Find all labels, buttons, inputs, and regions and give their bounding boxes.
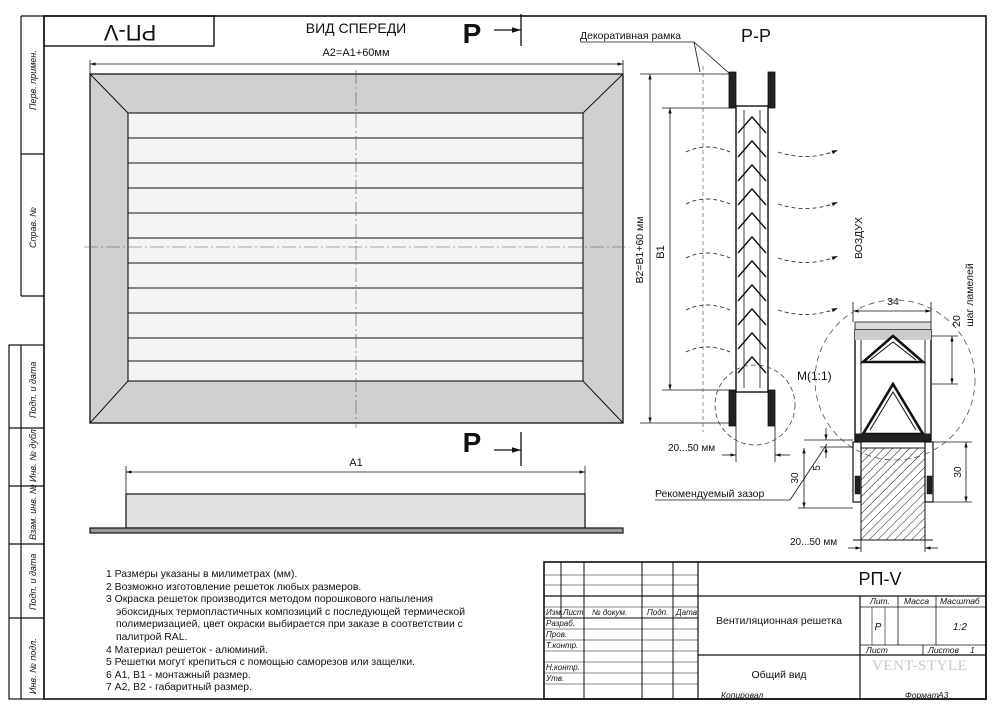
detail-body — [814, 299, 976, 541]
sheet-label: Лист — [865, 645, 888, 655]
dim-detail-depth — [848, 540, 938, 552]
side-label-4: Взам. инв. № — [28, 484, 38, 540]
bottom-section-mark: P — [463, 427, 482, 458]
dim-b2-label: B2=B1+60 мм — [634, 217, 646, 284]
note-5: 5 Решетки могут крепиться с помощью само… — [106, 657, 416, 669]
col-date: Дата — [675, 608, 698, 617]
note-1: 1 Размеры указаны в милиметрах (мм). — [106, 569, 298, 580]
format-value: А3 — [937, 690, 949, 700]
decor-frame-label: Декоративная рамка — [580, 30, 681, 42]
copied-label: Копировал — [721, 690, 763, 700]
air-label: ВОЗДУХ — [853, 217, 865, 259]
top-stamp-box — [43, 15, 215, 47]
title-code: РП-V — [859, 569, 902, 589]
dim-b1 — [662, 107, 740, 391]
mass-label: Масса — [904, 596, 929, 606]
row-razrab: Разраб. — [546, 619, 575, 628]
gap-leader — [655, 443, 828, 501]
dim-a1 — [125, 466, 586, 494]
front-section-mark: P — [463, 18, 482, 49]
dim-a2-label: A2=A1+60мм — [322, 47, 389, 59]
sheets-value: 1 — [970, 645, 975, 655]
row-nkontr: Н.контр. — [546, 663, 580, 672]
note-3-line-4: палитрой RAL. — [116, 631, 188, 643]
dim-detail-right — [933, 441, 972, 503]
note-6: 6 А1, В1 - монтажный размер. — [106, 669, 251, 681]
col-doc: № докум. — [592, 608, 627, 617]
title-block-text: РП-V Вентиляционная решетка Общий вид Из… — [545, 569, 981, 700]
col-list: Лист — [562, 608, 584, 617]
dim-pitch — [931, 335, 958, 385]
watermark-logo: VENT-STYLE — [872, 658, 968, 674]
bottom-section-arrow — [494, 432, 522, 466]
grille-front — [84, 70, 630, 428]
side-label-1: Справ. № — [28, 207, 38, 248]
scale-value: 1:2 — [953, 622, 967, 633]
dim-b1-label: B1 — [655, 245, 667, 258]
title-name: Вентиляционная решетка — [716, 615, 842, 627]
dim-detail-gap — [798, 428, 853, 509]
title-block — [543, 561, 987, 700]
detail-width-label: 34 — [887, 296, 899, 308]
side-stamp — [8, 15, 45, 700]
gap-label: Рекомендуемый зазор — [655, 488, 765, 500]
note-4: 4 Материал решеток - алюминий. — [106, 644, 268, 656]
row-tkontr: Т.контр. — [546, 641, 578, 650]
decor-frame-leaders — [580, 41, 731, 75]
col-izm: Изм. — [546, 608, 563, 617]
dim-right-height-label: 30 — [953, 466, 964, 478]
dim-pitch-label: 20 — [951, 315, 963, 327]
air-arrows — [685, 146, 839, 353]
dim-a1-label: A1 — [349, 457, 362, 469]
lit-label: Лит. — [869, 596, 890, 606]
dim-b2 — [640, 73, 730, 424]
pitch-caption: шаг ламелей — [964, 263, 976, 327]
format-label: Формат — [905, 690, 939, 700]
scale-label: Масштаб — [940, 596, 981, 606]
note-3-line-2: эбоксидных термопластичных композиций с … — [116, 606, 466, 618]
sheets-label: Листов — [927, 645, 960, 655]
side-label-3: Инв. № дубл. — [28, 427, 38, 482]
row-prov: Пров. — [546, 630, 567, 639]
notes: 1 Размеры указаны в милиметрах (мм). 2 В… — [106, 569, 526, 695]
detail-scale-label: М(1:1) — [797, 369, 832, 383]
side-label-2: Подп. и дата — [28, 362, 38, 418]
section-body — [702, 66, 776, 432]
detail-circle — [714, 364, 796, 446]
note-3: 3 Окраска решеток производится методом п… — [106, 594, 434, 606]
row-utv: Утв. — [545, 674, 564, 683]
top-stamp-code: РП-V — [103, 20, 156, 45]
lit-value: Р — [875, 622, 882, 633]
side-label-0: Перв. примен. — [28, 50, 38, 110]
dim-left-height-label: 30 — [790, 472, 801, 484]
dim-section-depth — [722, 426, 790, 462]
note-2: 2 Возможно изготовление решеток любых ра… — [106, 581, 362, 593]
side-label-6: Инв. № подл. — [28, 638, 38, 694]
front-section-arrow — [494, 14, 522, 46]
side-stamp-labels: Перв. примен. Справ. № Подп. и дата Инв.… — [28, 50, 38, 694]
note-3-line-3: полимеризацией, цвет окраски выбирается … — [116, 619, 463, 631]
title-view: Общий вид — [751, 669, 806, 681]
front-view-title: ВИД СПЕРЕДИ — [306, 20, 407, 36]
dim-gap-label: 5 — [812, 465, 823, 471]
dim-a2 — [89, 60, 624, 74]
section-depth-label: 20...50 мм — [668, 443, 715, 454]
detail-depth-label: 20...50 мм — [790, 537, 837, 548]
grille-bottom-view — [89, 493, 624, 534]
side-label-5: Подп. и дата — [28, 554, 38, 610]
note-7: 7 А2, В2 - габаритный размер. — [106, 682, 252, 694]
section-title: P-P — [741, 26, 771, 46]
col-sign: Подп. — [647, 608, 668, 617]
